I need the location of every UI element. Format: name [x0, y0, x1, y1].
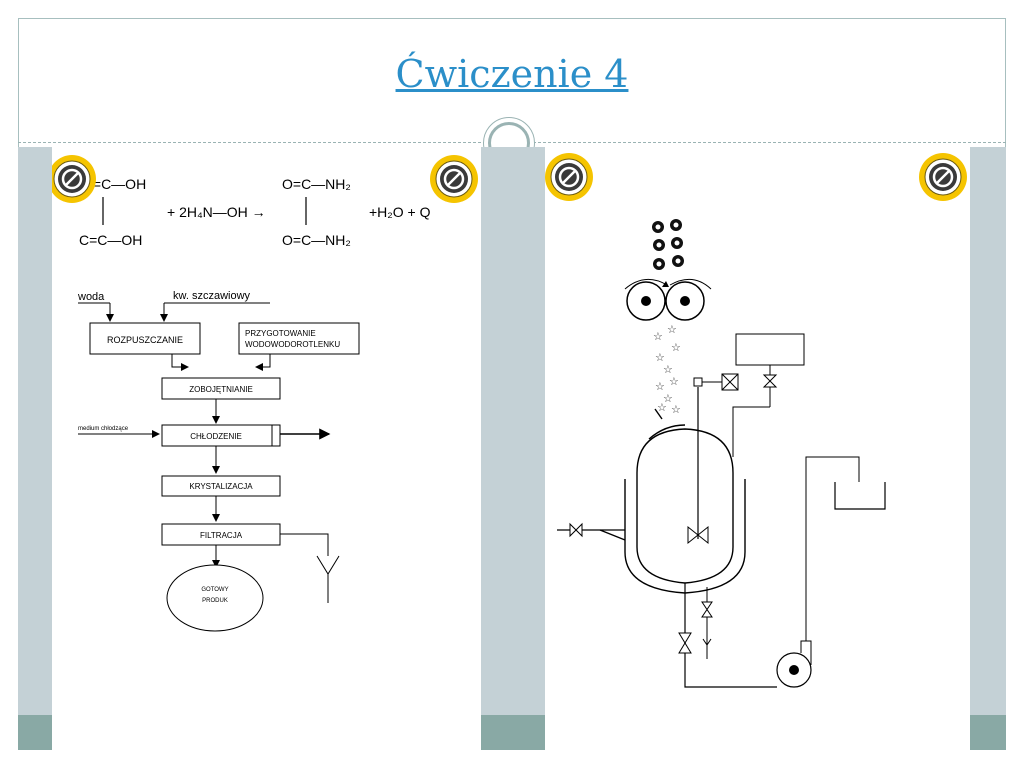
star-icons: ☆☆ ☆☆ ☆☆ ☆☆ ☆☆ — [653, 324, 681, 416]
cooling-input-label: medium chłodzące — [78, 426, 129, 432]
motor-icon — [693, 377, 703, 387]
left-band — [18, 147, 52, 750]
neutralize-label: ZOBOJĘTNIANIE — [189, 385, 253, 394]
svg-text:☆: ☆ — [663, 393, 673, 405]
recycle-pipe — [805, 456, 860, 641]
center-band — [481, 147, 545, 750]
product-label-1: GOTOWY — [201, 587, 228, 593]
process-flowchart: O=C—OH C=C—OH + 2H₄N—OH → O=C—NH₂ O=C—NH… — [48, 155, 478, 632]
sample-valve-icon — [701, 601, 713, 618]
prep-label-1: PRZYGOTOWANIE — [245, 329, 316, 338]
dissolve-connector — [171, 354, 189, 371]
cooling-label: CHŁODZENIE — [190, 432, 242, 441]
input-acid-label: kw. szczawiowy — [173, 290, 251, 302]
no-sign-badge-right — [545, 153, 593, 201]
filtrate-outlet — [316, 555, 340, 603]
filter-waste-line — [280, 533, 329, 556]
svg-text:☆: ☆ — [657, 402, 667, 414]
no-sign-badge-far-right — [919, 153, 967, 201]
cooling-box — [161, 424, 281, 447]
svg-text:☆: ☆ — [671, 342, 681, 354]
reagent: + 2H₄N—OH → — [167, 204, 266, 220]
product-bottom: O=C—NH₂ — [282, 232, 351, 248]
byproducts: +H₂O + Q — [369, 204, 431, 220]
dissolve-label: ROZPUSZCZANIE — [107, 335, 183, 345]
googly-eyes-icon — [624, 278, 712, 321]
feed-pipe — [732, 406, 770, 457]
pump-rotor — [789, 665, 799, 675]
left-band-base — [18, 715, 52, 750]
right-band-base — [970, 715, 1006, 750]
gear-icons — [652, 219, 684, 270]
crystallize-label: KRYSTALIZACJA — [189, 482, 253, 491]
prep-box — [238, 322, 360, 355]
reactor-apparatus-diagram: ☆☆ ☆☆ ☆☆ ☆☆ ☆☆ — [545, 153, 967, 688]
neutralize-box — [161, 377, 281, 400]
svg-text:☆: ☆ — [667, 324, 677, 336]
outlet-valve-icon — [678, 632, 692, 654]
left-panel: O=C—OH C=C—OH + 2H₄N—OH → O=C—NH₂ O=C—NH… — [48, 147, 481, 750]
agitator-impeller-icon — [687, 525, 709, 545]
inlet-valve-icon — [569, 522, 583, 538]
right-band — [970, 147, 1006, 750]
receiving-tank — [834, 482, 886, 510]
right-panel: ☆☆ ☆☆ ☆☆ ☆☆ ☆☆ — [545, 147, 970, 750]
svg-text:☆: ☆ — [653, 331, 663, 343]
input-water-label: woda — [77, 291, 105, 303]
filter-label: FILTRACJA — [200, 531, 243, 540]
reactant-bottom: C=C—OH — [79, 232, 142, 248]
no-sign-badge-left-panel-right — [430, 155, 478, 203]
reactor-vessel — [624, 408, 746, 594]
dissolve-box — [89, 322, 201, 355]
center-band-base — [481, 715, 545, 750]
svg-text:☆: ☆ — [669, 376, 679, 388]
svg-text:☆: ☆ — [671, 404, 681, 416]
product-ellipse — [166, 564, 264, 632]
svg-text:☆: ☆ — [655, 381, 665, 393]
product-label-2: PRODUK — [202, 598, 228, 604]
svg-text:☆: ☆ — [663, 364, 673, 376]
reactant-top: O=C—OH — [82, 176, 146, 192]
svg-text:☆: ☆ — [655, 352, 665, 364]
feed-tank — [735, 333, 805, 366]
crystallize-box — [161, 475, 281, 497]
prep-label-2: WODOWODOROTLENKU — [245, 340, 340, 349]
no-sign-badge-left — [48, 155, 96, 203]
prep-connector — [255, 354, 271, 371]
outlet-pipe — [684, 583, 777, 688]
inlet-pipe — [599, 529, 626, 541]
product-top: O=C—NH₂ — [282, 176, 351, 192]
slide-title[interactable]: Ćwiczenie 4 — [395, 52, 629, 96]
feed-valve-icon — [762, 374, 778, 388]
gearbox-cross — [721, 373, 739, 391]
sample-outlet — [702, 638, 712, 659]
